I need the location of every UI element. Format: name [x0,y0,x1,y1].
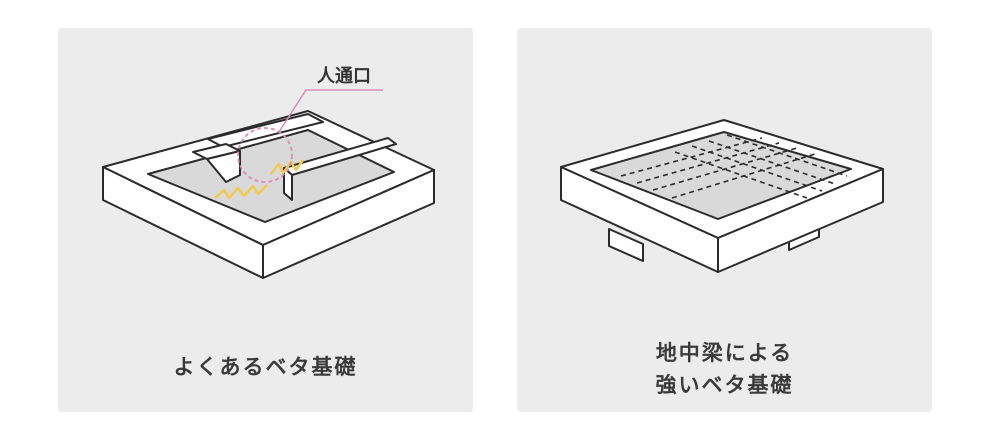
ground-beam-grid [620,134,848,199]
beam-line [691,145,823,192]
annotation-leader-line [278,89,383,133]
access-opening-highlight [237,127,293,183]
beam-line [636,142,780,184]
beam-line [652,147,798,191]
common-foundation-illustration: 人通口 [102,66,435,279]
foundation-floor [590,131,852,220]
ground-beam-foot-left [608,228,644,262]
access-opening-label: 人通口 [317,66,371,87]
beam-line [708,140,836,185]
panel-strong-foundation: 地中梁による 強いベタ基礎 [517,28,932,412]
strong-foundation-illustration [560,119,884,273]
beam-line [726,134,848,177]
crack-line-upper [270,159,305,175]
foundation-side-right [262,169,435,279]
interior-wall-left-face [206,150,241,183]
interior-wall-top [207,113,324,148]
common-foundation-caption: よくあるベタ基礎 [173,354,358,379]
interior-wall-right-face [283,167,293,201]
crack-line-lower [214,184,268,200]
strong-foundation-caption-line2: 強いベタ基礎 [655,372,794,397]
panel-common-foundation: 人通口 よくあるベタ基礎 [58,28,473,412]
foundation-side-right [717,168,884,273]
beam-line [620,137,763,177]
strong-foundation-caption-line1: 地中梁による [655,340,794,365]
